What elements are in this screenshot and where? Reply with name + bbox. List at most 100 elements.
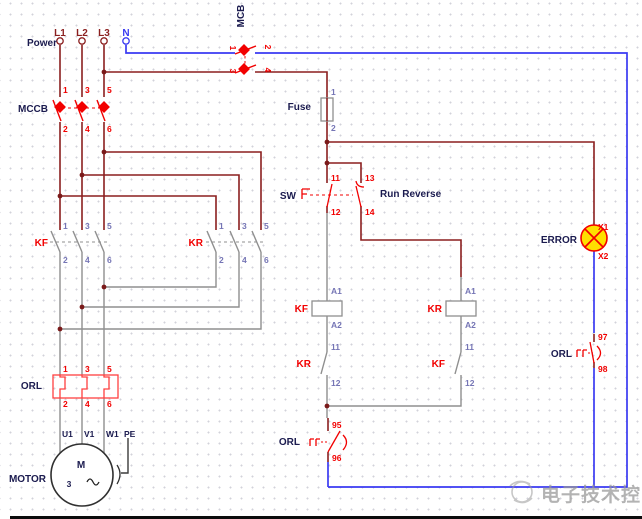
lamp-pin-x1: X1 — [598, 222, 609, 232]
control-wires — [59, 213, 462, 453]
orl-nc-label: ORL — [279, 437, 300, 448]
orl-no-contact — [576, 341, 602, 364]
motor-pin-pe: PE — [124, 429, 136, 439]
orl-no-label: ORL — [551, 349, 572, 360]
motor-letter: M — [77, 460, 85, 471]
kr-interlock-pin-12: 12 — [331, 378, 341, 388]
labels: Power L1 L2 L3 N MCCB 1 3 5 2 4 6 MCB 1 … — [9, 5, 609, 489]
kf-coil-label: KF — [295, 304, 308, 315]
mcb-pin-1: 1 — [228, 46, 238, 51]
kr-coil-pin-a2: A2 — [465, 320, 476, 330]
kr-pin-3: 3 — [242, 221, 247, 231]
orl-heater-symbol — [52, 374, 119, 399]
fuse-pin-2: 2 — [331, 123, 336, 133]
bottom-border — [10, 516, 642, 519]
kr-coil-symbol — [445, 300, 477, 317]
kf-interlock-pin-12: 12 — [465, 378, 475, 388]
orl-no-pin-98: 98 — [598, 364, 608, 374]
kr-coil-label: KR — [428, 304, 443, 315]
mccb-symbol — [52, 99, 110, 122]
kf-coil-pin-a1: A1 — [331, 286, 342, 296]
fuse-pin-1: 1 — [331, 87, 336, 97]
junction-dots — [57, 69, 330, 409]
orl-pin-1: 1 — [63, 364, 68, 374]
motor-phase-count: 3 — [67, 479, 72, 489]
orl-pin-5: 5 — [107, 364, 112, 374]
mccb-pin-4: 4 — [85, 124, 90, 134]
sw-pin-13: 13 — [365, 173, 375, 183]
orl-nc-contact — [309, 430, 348, 453]
orl-pin-6: 6 — [107, 399, 112, 409]
neutral-wires — [125, 45, 628, 488]
motor-pin-w1: W1 — [106, 429, 119, 439]
kf-main-label: KF — [35, 238, 48, 249]
sw-pin-12: 12 — [331, 207, 341, 217]
sw-pin-14: 14 — [365, 207, 375, 217]
kr-interlock-label: KR — [297, 359, 312, 370]
watermark-text: 电子技术控 — [541, 483, 641, 506]
mcb-label: MCB — [236, 5, 247, 28]
kf-interlock-label: KF — [432, 359, 445, 370]
mccb-pin-2: 2 — [63, 124, 68, 134]
terminal-l3-label: L3 — [98, 28, 110, 39]
orl-heater-label: ORL — [21, 381, 42, 392]
sw-symbol — [301, 180, 365, 208]
kf-pin-6: 6 — [107, 255, 112, 265]
kf-pin-5: 5 — [107, 221, 112, 231]
kf-coil-pin-a2: A2 — [331, 320, 342, 330]
sw-label: SW — [280, 191, 297, 202]
mcb-pin-3: 3 — [228, 69, 238, 74]
lamp-pin-x2: X2 — [598, 251, 609, 261]
mccb-label: MCCB — [18, 104, 48, 115]
orl-nc-pin-95: 95 — [332, 420, 342, 430]
kf-pin-2: 2 — [63, 255, 68, 265]
kf-main-contacts — [50, 230, 110, 253]
sw-pin-11: 11 — [331, 173, 340, 183]
error-lamp-label: ERROR — [541, 235, 578, 246]
kf-pin-1: 1 — [63, 221, 68, 231]
kf-interlock-pin-11: 11 — [465, 342, 474, 352]
fuse-label: Fuse — [288, 102, 312, 113]
power-label: Power — [27, 38, 57, 49]
kf-pin-4: 4 — [85, 255, 90, 265]
motor-label: MOTOR — [9, 474, 47, 485]
terminal-n-label: N — [122, 28, 129, 39]
kr-main-label: KR — [189, 238, 204, 249]
mccb-pin-3: 3 — [85, 85, 90, 95]
terminal-l2-label: L2 — [76, 28, 88, 39]
watermark-logo-icon — [509, 480, 533, 504]
error-lamp-symbol — [580, 224, 608, 252]
orl-no-pin-97: 97 — [598, 332, 608, 342]
motor-pin-u1: U1 — [62, 429, 73, 439]
run-reverse-label: Run Reverse — [380, 189, 442, 200]
kr-interlock-pin-11: 11 — [331, 342, 340, 352]
interlock-contacts — [320, 351, 462, 375]
mccb-pin-1: 1 — [63, 85, 68, 95]
kr-main-contacts — [206, 230, 266, 253]
orl-pin-4: 4 — [85, 399, 90, 409]
watermark: 电子技术控 — [509, 480, 641, 506]
mcb-symbol — [234, 44, 257, 75]
mccb-pin-6: 6 — [107, 124, 112, 134]
kr-coil-pin-a1: A1 — [465, 286, 476, 296]
mcb-pin-4: 4 — [263, 68, 273, 73]
mcb-pin-2: 2 — [263, 45, 273, 50]
supply-terminals — [56, 37, 130, 45]
phase-wires — [59, 45, 595, 462]
kr-pin-2: 2 — [219, 255, 224, 265]
kf-pin-3: 3 — [85, 221, 90, 231]
terminal-l1-label: L1 — [54, 28, 66, 39]
orl-nc-pin-96: 96 — [332, 453, 342, 463]
kr-pin-1: 1 — [219, 221, 224, 231]
fuse-symbol — [320, 97, 334, 122]
kf-coil-symbol — [311, 300, 343, 317]
mccb-pin-5: 5 — [107, 85, 112, 95]
motor-pin-v1: V1 — [84, 429, 95, 439]
kr-pin-4: 4 — [242, 255, 247, 265]
orl-pin-3: 3 — [85, 364, 90, 374]
kr-pin-5: 5 — [264, 221, 269, 231]
orl-pin-2: 2 — [63, 399, 68, 409]
kr-pin-6: 6 — [264, 255, 269, 265]
